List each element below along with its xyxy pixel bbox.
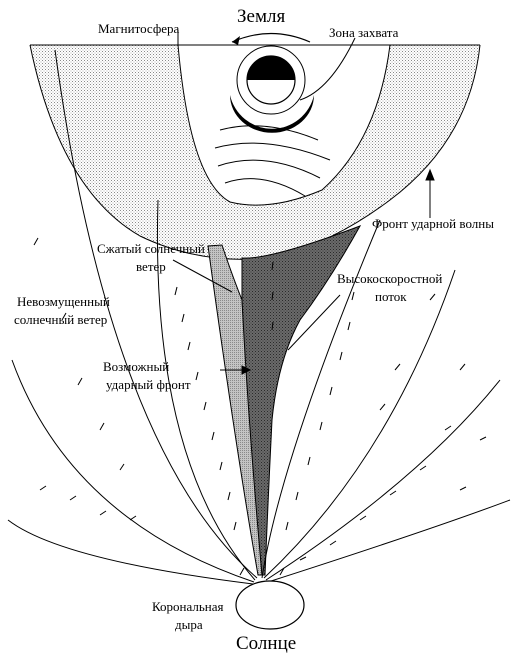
label-compressed-wind-2: ветер [136, 259, 166, 274]
label-possible-shock-2: ударный фронт [106, 377, 191, 392]
rotation-arrowhead [232, 36, 240, 45]
sun-icon [236, 581, 304, 629]
label-compressed-wind-1: Сжатый солнечный [97, 241, 205, 256]
label-undisturbed-wind-1: Невозмущенный [17, 294, 110, 309]
label-high-speed-2: поток [375, 289, 407, 304]
label-capture-zone: Зона захвата [329, 25, 399, 40]
label-possible-shock-1: Возможный [103, 359, 169, 374]
label-shock-front: Фронт ударной волны [372, 216, 494, 231]
label-earth: Земля [237, 6, 285, 27]
label-sun: Солнце [236, 633, 296, 654]
label-coronal-hole-1: Корональная [152, 599, 224, 614]
label-coronal-hole-2: дыра [175, 617, 203, 632]
rotation-arrow [232, 34, 310, 43]
label-high-speed-1: Высокоскоростной [337, 271, 442, 286]
label-magnetosphere: Магнитосфера [98, 21, 180, 36]
label-undisturbed-wind-2: солнечный ветер [14, 312, 107, 327]
